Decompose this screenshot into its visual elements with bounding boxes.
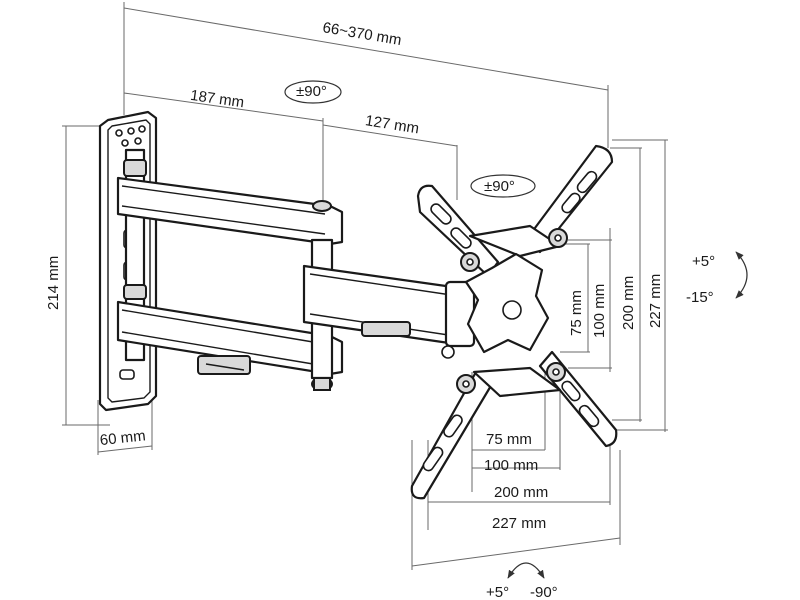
extension-range-label: 66~370 mm — [321, 19, 402, 49]
dimension-lines — [62, 2, 668, 570]
rotate-minus-label: -90° — [530, 584, 558, 600]
wall-plate-depth-label: 60 mm — [99, 427, 146, 449]
plate-width-label: 227 mm — [492, 515, 546, 532]
rotate-arc — [507, 562, 545, 579]
head-swivel-arc — [470, 174, 536, 198]
arm-second-length-label: 127 mm — [364, 112, 420, 137]
plate-height-label: 227 mm — [647, 274, 664, 328]
arm-swivel-label: ±90° — [296, 83, 327, 100]
first-arm-lower — [116, 300, 344, 376]
vesa-horizontal-100-label: 100 mm — [484, 457, 538, 474]
tilt-up-label: +5° — [692, 253, 715, 270]
vesa-vertical-100-label: 100 mm — [591, 284, 608, 338]
tilt-down-label: -15° — [686, 289, 714, 306]
vesa-vertical-75-label: 75 mm — [568, 290, 585, 336]
first-arm-upper — [116, 176, 344, 246]
tilt-joint — [441, 280, 476, 359]
wall-plate — [98, 110, 158, 412]
wall-plate-height-label: 214 mm — [45, 256, 62, 310]
rotate-plus-label: +5° — [486, 584, 509, 600]
arm-swivel-arc — [284, 80, 342, 104]
arm-first-length-label: 187 mm — [189, 87, 245, 111]
vesa-vertical-200-label: 200 mm — [620, 276, 637, 330]
vesa-horizontal-75-label: 75 mm — [486, 431, 532, 448]
vesa-horizontal-200-label: 200 mm — [494, 484, 548, 501]
head-swivel-label: ±90° — [484, 178, 515, 195]
vesa-plate — [410, 144, 618, 500]
tilt-arc — [735, 251, 748, 299]
